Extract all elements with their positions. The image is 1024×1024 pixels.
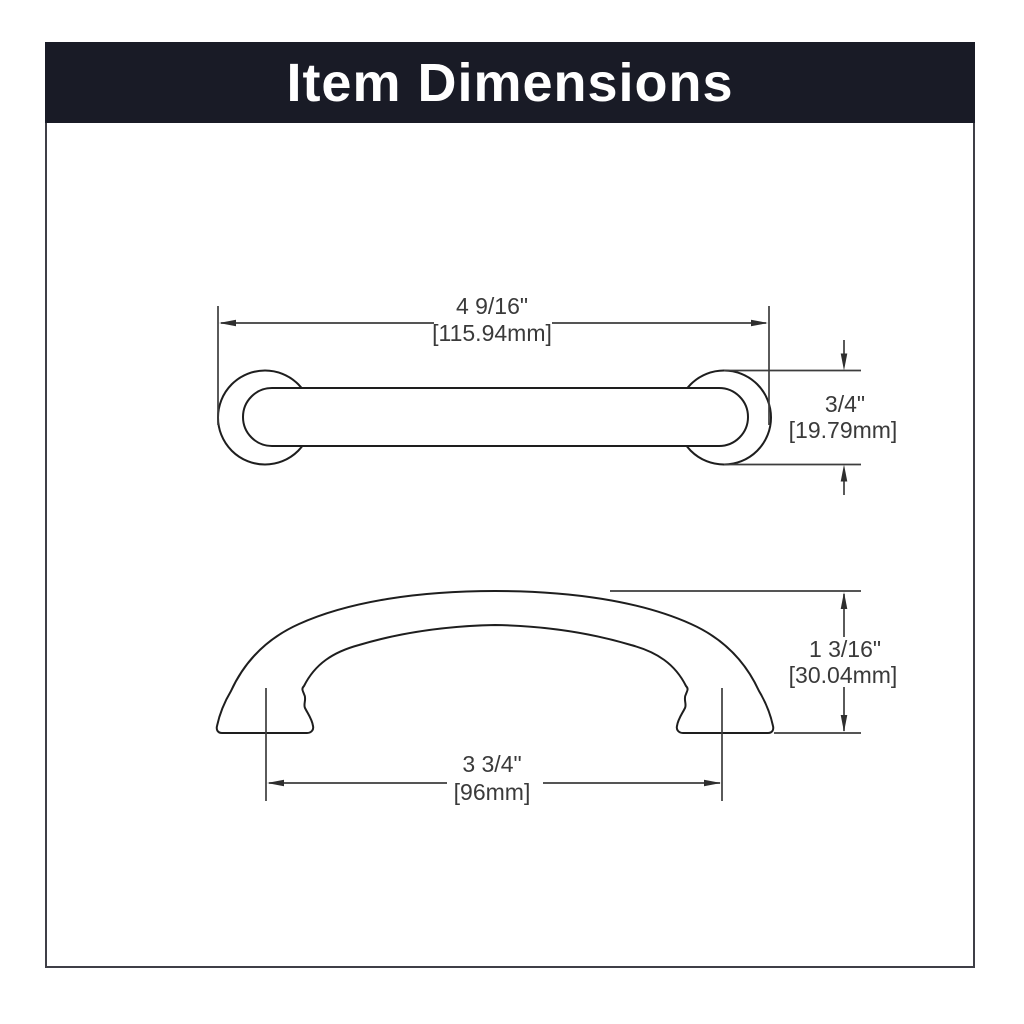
cc-mm-label: [96mm] xyxy=(454,779,531,805)
dimension-projection-height: 1 3/16" [30.04mm] xyxy=(610,590,898,734)
height-inches-label: 1 3/16" xyxy=(809,636,881,662)
page-frame-border xyxy=(45,42,975,968)
arrow-right-icon xyxy=(704,779,721,787)
diameter-mm-label: [19.79mm] xyxy=(789,417,898,443)
arrow-up-icon xyxy=(840,464,848,482)
dimension-overall-length: 4 9/16" [115.94mm] xyxy=(217,293,770,425)
cc-inches-label: 3 3/4" xyxy=(462,751,521,777)
arched-pull-outline xyxy=(215,590,775,734)
dimension-center-to-center: 3 3/4" [96mm] xyxy=(265,688,723,805)
height-mm-label: [30.04mm] xyxy=(789,662,898,688)
arrow-up-icon xyxy=(840,592,848,609)
diameter-inches-label: 3/4" xyxy=(825,391,865,417)
arrow-left-icon xyxy=(267,779,284,787)
arrow-right-icon xyxy=(751,319,768,327)
length-mm-label: [115.94mm] xyxy=(432,320,552,346)
dimension-bar-diameter: 3/4" [19.79mm] xyxy=(724,340,897,495)
arrow-down-icon xyxy=(840,353,848,371)
length-inches-label: 4 9/16" xyxy=(456,293,528,319)
front-view-arched-pull xyxy=(215,590,775,734)
arrow-down-icon xyxy=(840,715,848,732)
header-bar: Item Dimensions xyxy=(45,42,975,123)
handle-bar-capsule xyxy=(242,387,749,447)
top-view-side-profile xyxy=(217,369,772,466)
arrow-left-icon xyxy=(219,319,236,327)
page-title: Item Dimensions xyxy=(286,52,734,113)
